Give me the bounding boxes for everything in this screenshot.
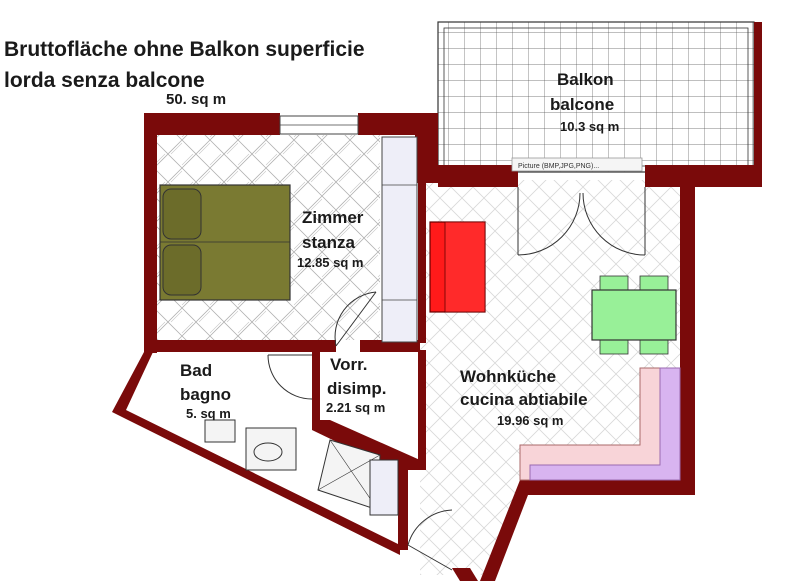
wall-hall-right bbox=[418, 350, 426, 470]
bedroom-name-de: Zimmer bbox=[302, 208, 364, 227]
wall-bottom-right bbox=[480, 480, 695, 581]
inner-doors bbox=[267, 354, 453, 571]
wall-balcony-left bbox=[438, 165, 518, 187]
walls bbox=[112, 22, 762, 581]
bathroom-name-it: bagno bbox=[180, 385, 231, 404]
wall-hall-bottom bbox=[312, 420, 420, 470]
wall-balcony-side bbox=[754, 22, 762, 187]
room-labels: Balkon balcone 10.3 sq m Zimmer stanza 1… bbox=[180, 70, 619, 428]
balcony-doors bbox=[517, 187, 646, 256]
wall-bath-slant bbox=[112, 352, 400, 555]
wall-bed-kitchen bbox=[415, 113, 438, 183]
bathroom-name-de: Bad bbox=[180, 361, 212, 380]
total-area-label: 50. sq m bbox=[166, 91, 227, 108]
sofa bbox=[429, 221, 486, 313]
bed bbox=[159, 184, 291, 301]
plan-title-line2: lorda senza balcone bbox=[4, 69, 205, 92]
bedroom-name-it: stanza bbox=[302, 233, 355, 252]
balcony-name-it: balcone bbox=[550, 95, 614, 114]
kitchen-name-de: Wohnküche bbox=[460, 367, 556, 386]
wardrobe bbox=[381, 136, 418, 343]
balcony-name-de: Balkon bbox=[557, 70, 614, 89]
hallway-area: 2.21 sq m bbox=[326, 400, 385, 415]
pillow bbox=[162, 244, 202, 296]
wall-hall-top bbox=[360, 340, 420, 352]
bedroom-door bbox=[334, 291, 377, 347]
wall-left bbox=[144, 113, 157, 353]
bathroom-fixtures bbox=[204, 419, 399, 516]
balcony-area bbox=[437, 21, 755, 173]
picture-tooltip: Picture (BMP,JPG,PNG)... bbox=[511, 157, 643, 172]
wall-bed-kitchen-lower bbox=[418, 183, 426, 343]
plan-title: Bruttofläche ohne Balkon superficie lord… bbox=[4, 34, 365, 96]
wall-balcony-right bbox=[645, 165, 757, 187]
wall-bath-hall bbox=[312, 352, 320, 427]
hallway-name-it: disimp. bbox=[327, 379, 387, 398]
wall-entry-left bbox=[398, 460, 408, 550]
pillow bbox=[162, 188, 202, 240]
balcony-area: 10.3 sq m bbox=[560, 119, 619, 134]
bathroom-area: 5. sq m bbox=[186, 406, 231, 421]
bedroom-area: 12.85 sq m bbox=[297, 255, 364, 270]
plan-title-line1: Bruttofläche ohne Balkon superficie bbox=[4, 38, 365, 61]
wall-entry-right bbox=[452, 568, 478, 581]
cabinet bbox=[369, 459, 399, 516]
toilet bbox=[204, 419, 236, 443]
wall-right bbox=[680, 180, 695, 495]
kitchen-area: 19.96 sq m bbox=[497, 413, 564, 428]
kitchen-name-it: cucina abtiabile bbox=[460, 390, 588, 409]
wall-top-left bbox=[144, 113, 280, 135]
hallway-name-de: Vorr. bbox=[330, 355, 367, 374]
wall-bedroom-bottom bbox=[144, 340, 336, 352]
dining-table bbox=[591, 275, 677, 355]
tooltip-text: Picture (BMP,JPG,PNG)... bbox=[518, 163, 599, 170]
kitchen-counter bbox=[519, 367, 681, 481]
